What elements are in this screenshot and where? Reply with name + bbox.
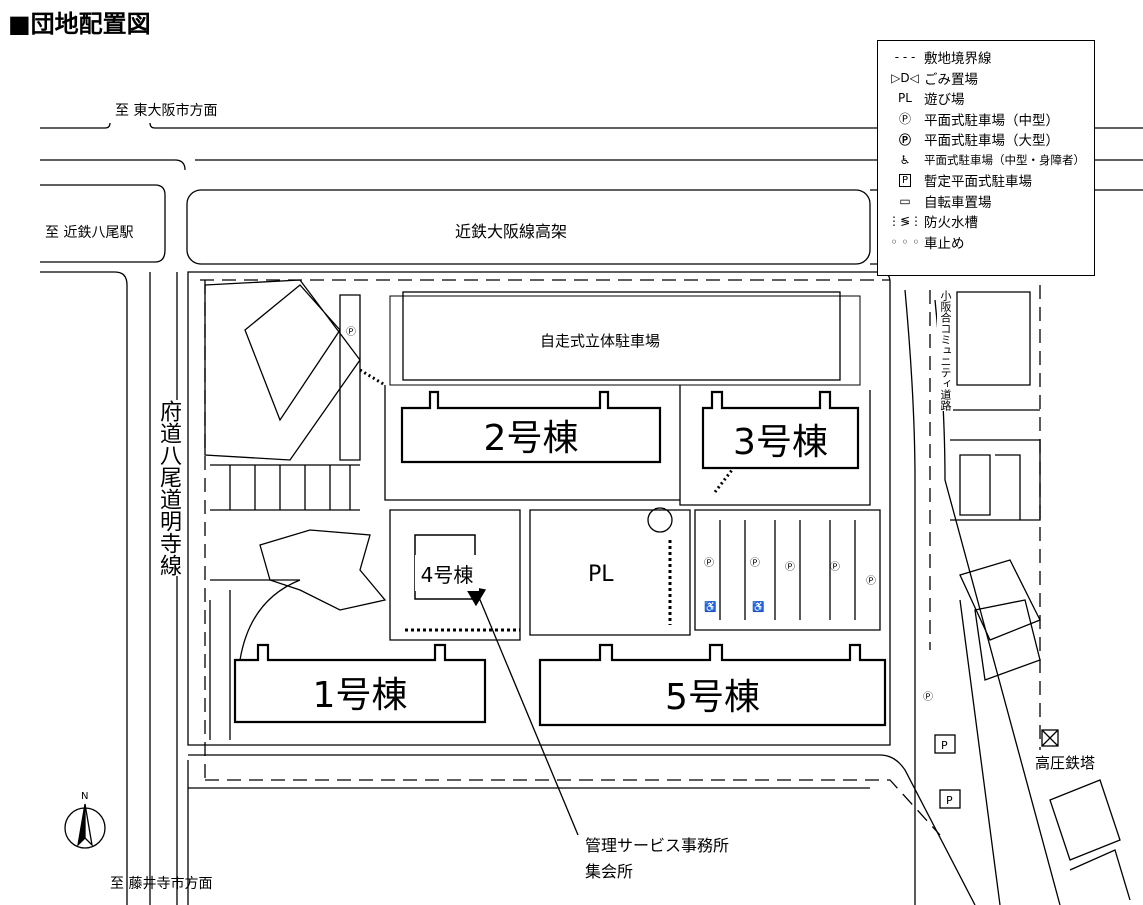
prefectural-road-label: 府道八尾道明寺線 bbox=[152, 400, 184, 576]
playground-icon: PL bbox=[898, 91, 912, 106]
community-road-label: 小阪合コミュニティ道路 bbox=[937, 290, 953, 411]
tower-label: 高圧鉄塔 bbox=[1035, 754, 1096, 772]
legend-item: ♿ 平面式駐車場（中型・身障者） bbox=[886, 150, 1094, 171]
legend-label: 遊び場 bbox=[924, 92, 965, 109]
legend: - - - 敷地境界線 ▷D◁ ごみ置場 PL 遊び場 Ⓟ 平面式駐車場（中型） Ⓟ 平面… bbox=[877, 40, 1095, 276]
building-5-label: 5号棟 bbox=[665, 676, 760, 718]
parking-temporary-glyph: P bbox=[898, 173, 912, 187]
fire-tank-icon: ⋮≶⋮ bbox=[887, 214, 923, 229]
building-2 bbox=[400, 390, 662, 464]
road-top bbox=[40, 122, 1143, 263]
legend-item: ▷D◁ ごみ置場 bbox=[886, 68, 1094, 89]
legend-item: P 暫定平面式駐車場 bbox=[886, 170, 1094, 191]
building-4-label: 4号棟 bbox=[415, 555, 479, 591]
railway-viaduct bbox=[186, 189, 871, 265]
legend-label: 平面式駐車場（大型） bbox=[924, 133, 1059, 150]
svg-text:♿: ♿ bbox=[752, 600, 764, 613]
svg-text:P: P bbox=[946, 794, 953, 807]
parking-garage bbox=[402, 291, 841, 381]
building-3 bbox=[701, 390, 860, 470]
boundary-line-icon: - - - bbox=[894, 50, 916, 65]
legend-label: 車止め bbox=[924, 235, 965, 252]
office-leader-line bbox=[477, 594, 579, 836]
legend-label: 自転車置場 bbox=[924, 194, 992, 211]
building-5 bbox=[538, 643, 887, 727]
svg-text:Ⓟ: Ⓟ bbox=[866, 575, 876, 587]
legend-label: 平面式駐車場（中型） bbox=[924, 112, 1059, 129]
parking-temporary-icon: P bbox=[886, 173, 924, 187]
legend-item: PL 遊び場 bbox=[886, 88, 1094, 109]
legend-item: ⋮≶⋮防火水槽 bbox=[886, 211, 1094, 232]
building-2-label: 2号棟 bbox=[483, 418, 579, 459]
legend-item: ◦ ◦ ◦ 車止め bbox=[886, 232, 1094, 253]
meeting-hall-label: 集会所 bbox=[585, 862, 634, 881]
north-label: N bbox=[81, 791, 89, 802]
direction-east-osaka: 至 東大阪市方面 bbox=[115, 103, 218, 119]
legend-item: ▭ 自転車置場 bbox=[886, 191, 1094, 212]
parking-large-icon: Ⓟ bbox=[898, 132, 911, 147]
svg-text:Ⓟ: Ⓟ bbox=[785, 561, 795, 573]
legend-label: 平面式駐車場（中型・身障者） bbox=[924, 152, 1085, 167]
building-1-label: 1号棟 bbox=[312, 675, 408, 716]
building-1 bbox=[233, 643, 487, 724]
legend-label: 敷地境界線 bbox=[924, 51, 992, 68]
office-label: 管理サービス事務所 bbox=[585, 836, 730, 855]
direction-fujiidera: 至 藤井寺市方面 bbox=[110, 876, 213, 892]
parking-garage-label: 自走式立体駐車場 bbox=[540, 332, 661, 350]
svg-text:♿: ♿ bbox=[704, 600, 716, 613]
railway-label: 近鉄大阪線高架 bbox=[455, 222, 568, 241]
svg-text:P: P bbox=[941, 739, 948, 752]
legend-item: - - - 敷地境界線 bbox=[886, 47, 1094, 68]
direction-kintetsu-yao: 至 近鉄八尾駅 bbox=[45, 225, 134, 241]
parking-medium-icon: Ⓟ bbox=[898, 112, 911, 127]
garbage-icon: ▷D◁ bbox=[891, 70, 919, 85]
page-title: ■団地配置図 bbox=[8, 10, 151, 38]
prefectural-road bbox=[40, 271, 151, 905]
legend-label: 暫定平面式駐車場 bbox=[924, 174, 1032, 191]
legend-label: ごみ置場 bbox=[924, 71, 978, 88]
playground-label: PL bbox=[588, 562, 614, 587]
legend-item: Ⓟ 平面式駐車場（中型） bbox=[886, 109, 1094, 130]
bicycle-parking-icon: ▭ bbox=[899, 193, 911, 208]
parking-accessible-icon: ♿ bbox=[899, 152, 911, 167]
svg-text:Ⓟ: Ⓟ bbox=[830, 561, 840, 573]
legend-item: Ⓟ 平面式駐車場（大型） bbox=[886, 129, 1094, 150]
svg-text:Ⓟ: Ⓟ bbox=[346, 326, 356, 338]
svg-text:Ⓟ: Ⓟ bbox=[923, 691, 933, 703]
svg-text:Ⓟ: Ⓟ bbox=[750, 557, 760, 569]
svg-text:Ⓟ: Ⓟ bbox=[704, 557, 714, 569]
legend-label: 防火水槽 bbox=[924, 215, 978, 232]
building-3-label: 3号棟 bbox=[733, 422, 828, 463]
bollard-icon: ◦ ◦ ◦ bbox=[890, 234, 920, 249]
